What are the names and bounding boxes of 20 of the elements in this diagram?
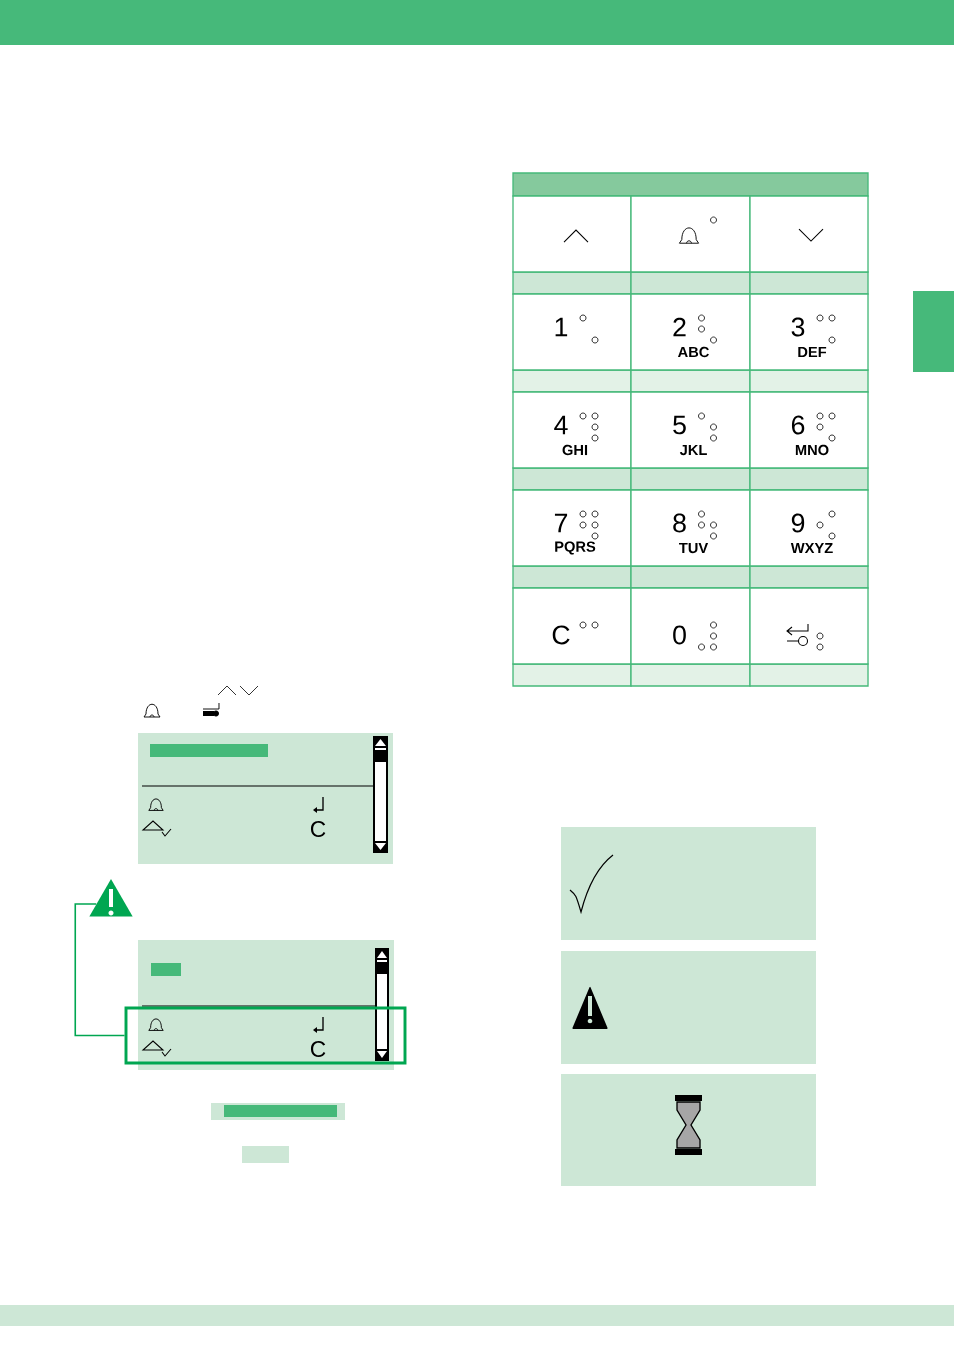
keypad-key xyxy=(630,195,751,295)
keypad-key: 6 MNO xyxy=(749,391,869,491)
keypad-key: 5 JKL xyxy=(630,391,751,491)
keypad-key: 8 TUV xyxy=(630,489,751,589)
keypad-key xyxy=(749,195,869,295)
keypad-key: C xyxy=(512,587,632,687)
warning-icon xyxy=(89,879,133,917)
highlight-frame xyxy=(124,1006,407,1065)
keypad-key xyxy=(512,195,632,295)
keypad-key xyxy=(749,587,869,687)
keypad-key: 1 xyxy=(512,293,632,393)
leader-line xyxy=(74,903,126,1037)
keypad-key: 4 GHI xyxy=(512,391,632,491)
keypad-key: 3 DEF xyxy=(749,293,869,393)
keypad-key: 0 xyxy=(630,587,751,687)
label: C xyxy=(310,820,326,838)
keypad-key: 9 WXYZ xyxy=(749,489,869,589)
keypad-key: 7 PQRS xyxy=(512,489,632,589)
keypad-key: 2 ABC xyxy=(630,293,751,393)
label: C xyxy=(310,1040,326,1058)
